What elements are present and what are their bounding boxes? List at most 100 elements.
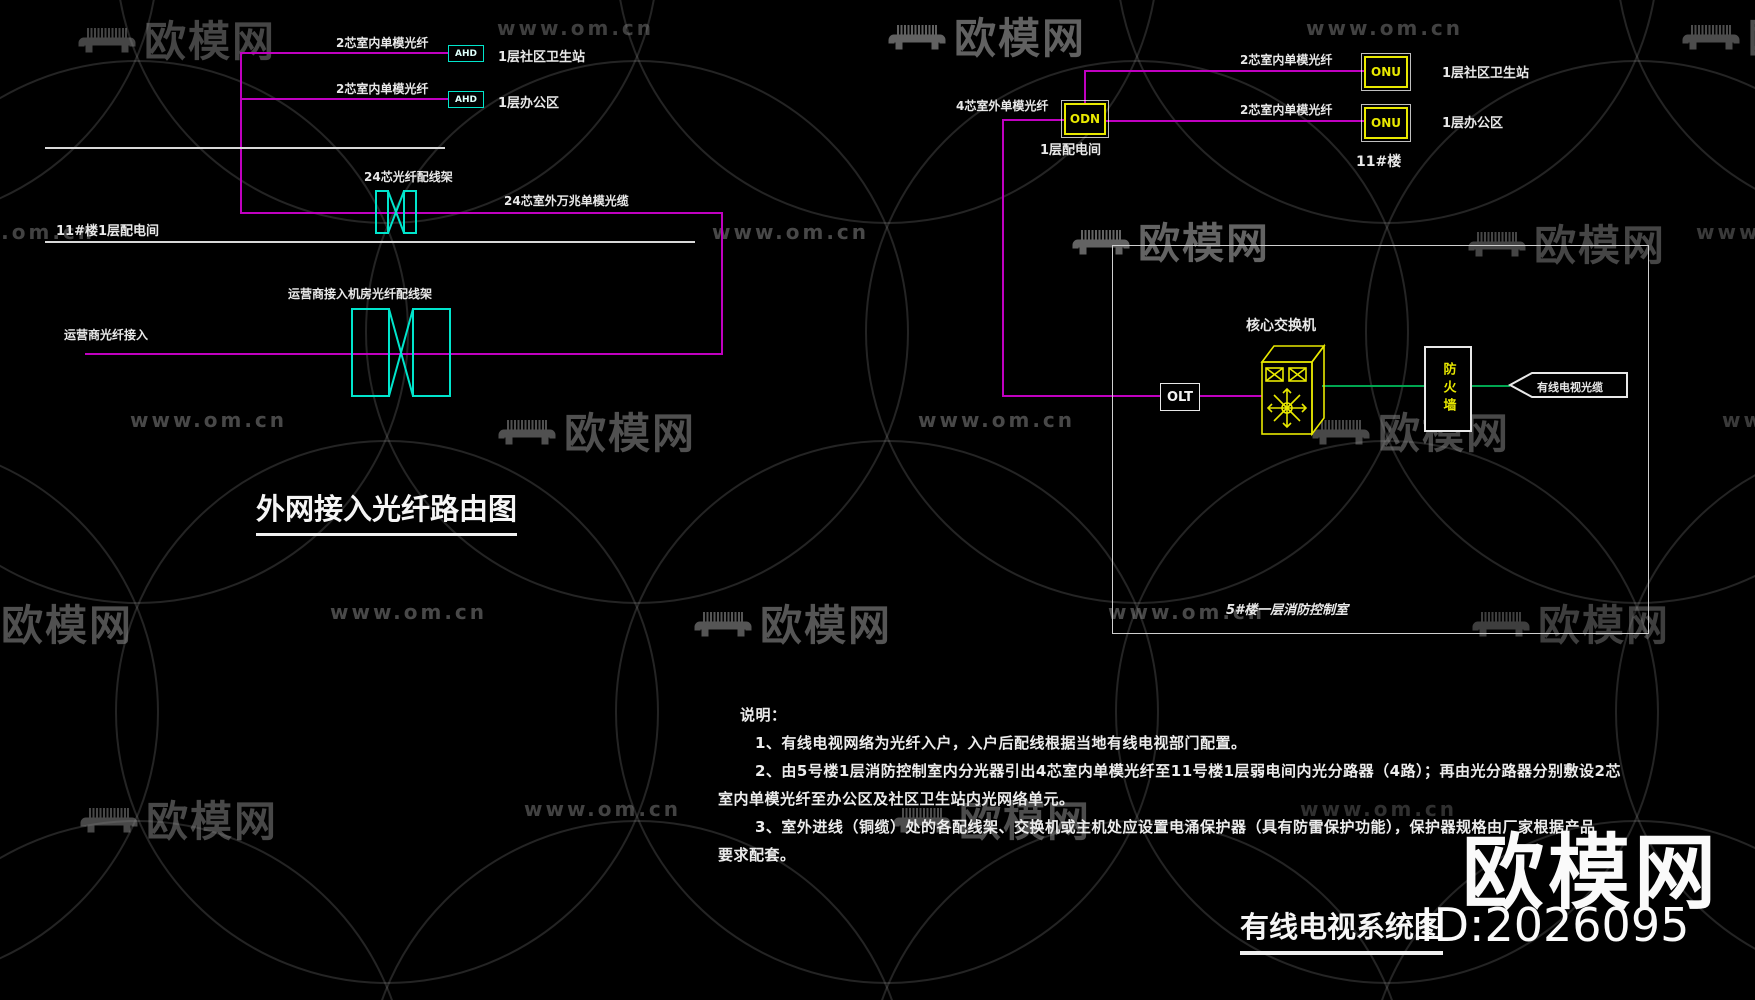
sofa-icon <box>80 807 138 832</box>
fiber-odn-riser <box>1084 70 1086 103</box>
notes-heading: 说明： <box>740 706 787 724</box>
fiber-line-carrier <box>85 353 723 355</box>
watermark-brand: 欧模网 <box>0 592 133 653</box>
watermark-site-text: www.om.cn <box>1696 220 1755 244</box>
watermark-brand: 欧模网 <box>1682 5 1755 66</box>
watermark-brand: 欧模网 <box>78 8 276 69</box>
watermark-brand-text: 欧模网 <box>1748 5 1755 66</box>
fiber-onu2-line <box>1104 120 1364 122</box>
reference-line-upper <box>45 147 445 149</box>
notes-line-5: 要求配套。 <box>718 846 796 864</box>
fiber-line-24core <box>240 212 723 214</box>
carrier-fiber-label: 运营商光纤接入 <box>64 328 149 342</box>
watermark-brand-text: 欧模网 <box>1138 219 1271 268</box>
watermark-brand-text: 欧模网 <box>760 601 893 650</box>
fiber-4core-line <box>1002 119 1064 121</box>
fiber-2core-r-label-1: 2芯室内单模光纤 <box>1240 53 1333 67</box>
watermark-brand: 欧模网 <box>888 5 1086 66</box>
firewall-label: 防火墙 <box>1440 362 1456 416</box>
fire-control-room-label: 5#楼一层消防控制室 <box>1226 603 1349 618</box>
dest-health-station-r-label: 1层社区卫生站 <box>1442 66 1530 81</box>
sofa-icon <box>78 27 136 52</box>
core-switch-label: 核心交换机 <box>1246 318 1316 334</box>
watermark-site-text: www.om.cn <box>524 797 682 821</box>
sofa-icon <box>1072 229 1130 254</box>
watermark-brand: 欧模网 <box>498 400 696 461</box>
odf24-label: 24芯光纤配线架 <box>364 170 453 184</box>
watermark-brand: 欧模网 <box>1072 210 1270 271</box>
reference-line-power-room <box>45 241 695 243</box>
firewall-device: 防火墙 <box>1424 346 1472 432</box>
odf24-bowtie-icon <box>375 190 417 234</box>
building-label: 11#楼 <box>1356 154 1402 170</box>
sofa-icon <box>694 611 752 636</box>
notes-line-1: 1、有线电视网络为光纤入户，入户后配线根据当地有线电视部门配置。 <box>755 734 1247 752</box>
fiber-line-branch2 <box>240 98 448 100</box>
fiber-line-branch1 <box>240 52 448 54</box>
brand-id-text: ID:2026095 <box>1420 898 1690 952</box>
sofa-icon <box>1682 24 1740 49</box>
notes-line-2: 2、由5号楼1层消防控制室内分光器引出4芯室内单模光纤至11号楼1层弱电间内光分… <box>755 762 1621 780</box>
catv-banner-arrow-icon <box>1507 372 1628 398</box>
watermark-brand: 欧模网 <box>1472 592 1670 653</box>
odn-room-label: 1层配电间 <box>1040 143 1102 158</box>
watermark-site-text: www.om.cn <box>1306 16 1464 40</box>
right-diagram-title: 有线电视系统图 <box>1240 904 1444 955</box>
fiber-2core-label-2: 2芯室内单模光纤 <box>336 82 429 96</box>
equipment-room-box <box>1112 245 1649 634</box>
sofa-icon <box>1472 611 1530 636</box>
fiber-olt-switch-line <box>1198 395 1262 397</box>
sofa-icon <box>888 24 946 49</box>
watermark-brand-text: 欧模网 <box>1 601 134 650</box>
fiber-olt-line <box>1002 395 1160 397</box>
power-room-label: 11#楼1层配电间 <box>56 224 160 239</box>
fiber-2core-r-label-2: 2芯室内单模光纤 <box>1240 103 1333 117</box>
onu-device-1: ONU <box>1361 53 1411 91</box>
watermark-brand-text: 欧模网 <box>959 797 1092 846</box>
dest-health-station-label: 1层社区卫生站 <box>498 50 586 65</box>
watermark-brand-text: 欧模网 <box>146 797 279 846</box>
ahd-device-2: AHD <box>448 91 484 108</box>
fiber-trunk-right <box>1002 119 1004 397</box>
watermark-site-text: www.om.cn <box>1722 408 1755 432</box>
fiber-line-trunk <box>240 52 242 214</box>
brand-logo-text: 欧模网 <box>1462 826 1721 921</box>
watermark-brand-text: 欧模网 <box>564 409 697 458</box>
watermark-site-text: www.om.cn <box>1108 600 1266 624</box>
fiber-line-riser <box>721 212 723 355</box>
watermark-brand: 欧模网 <box>893 788 1091 849</box>
watermark-site-text: www.om.cn <box>330 600 488 624</box>
net-firewall-catv-line <box>1470 385 1510 387</box>
watermark-brand-text: 欧模网 <box>144 17 277 66</box>
sofa-icon <box>893 807 951 832</box>
catv-banner-label: 有线电视光缆 <box>1537 381 1603 394</box>
core-switch-icon <box>1260 343 1326 437</box>
carrier-odf-label: 运营商接入机房光纤配线架 <box>288 287 433 301</box>
net-switch-firewall-line <box>1322 385 1424 387</box>
fiber-2core-label-1: 2芯室内单模光纤 <box>336 36 429 50</box>
notes-line-3: 室内单模光纤至办公区及社区卫生站内光网络单元。 <box>718 790 1075 808</box>
watermark-site-text: www.om.cn <box>918 408 1076 432</box>
dest-office-r-label: 1层办公区 <box>1442 116 1504 131</box>
watermark-brand-text: 欧模网 <box>1538 601 1671 650</box>
dest-office-label: 1层办公区 <box>498 96 560 111</box>
watermark-site-text: www.om.cn <box>712 220 870 244</box>
watermark-brand: 欧模网 <box>80 788 278 849</box>
sofa-icon <box>498 419 556 444</box>
ahd-device-1: AHD <box>448 45 484 62</box>
fiber-4core-label: 4芯室外单模光纤 <box>956 99 1049 113</box>
onu-device-2: ONU <box>1361 104 1411 142</box>
fiber-onu1-line <box>1084 70 1364 72</box>
watermark-site-text: www.om.cn <box>497 16 655 40</box>
watermark-brand-text: 欧模网 <box>954 14 1087 63</box>
cable24-label: 24芯室外万兆单模光缆 <box>504 194 629 208</box>
watermark-brand: 欧模网 <box>1312 400 1510 461</box>
watermark-site-text: www.om.cn <box>130 408 288 432</box>
left-diagram-title: 外网接入光纤路由图 <box>256 486 518 536</box>
odn-device: ODN <box>1061 100 1109 138</box>
watermark-site-text: www.om.cn <box>1300 797 1458 821</box>
olt-device: OLT <box>1160 383 1200 411</box>
carrier-odf-bowtie-icon <box>351 308 451 397</box>
notes-line-4: 3、室外进线（铜缆）处的各配线架、交换机或主机处应设置电涌保护器（具有防雷保护功… <box>755 818 1596 836</box>
